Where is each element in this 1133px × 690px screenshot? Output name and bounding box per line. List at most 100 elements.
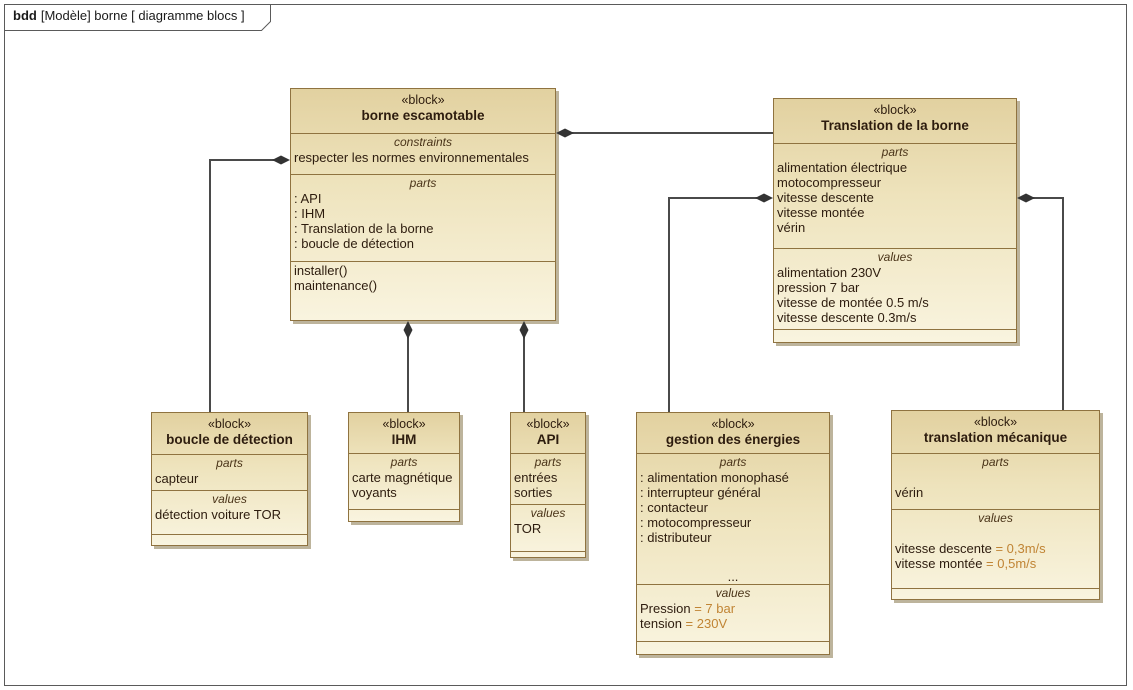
- part-line: : alimentation monophasé: [640, 470, 789, 485]
- part-line: : Translation de la borne: [294, 221, 434, 236]
- compartment-label: values: [715, 586, 751, 600]
- compartment-label: parts: [390, 455, 418, 469]
- stereotype-label: «block»: [207, 417, 252, 431]
- parts-compartment: parts : API : IHM : Translation de la bo…: [291, 174, 555, 261]
- frame-title: bdd[Modèle] borne [ diagramme blocs ]: [13, 8, 245, 23]
- compartment-label: parts: [409, 176, 437, 190]
- stereotype-label: «block»: [382, 417, 426, 431]
- value-name: vitesse montée: [895, 556, 987, 571]
- constraint-line: respecter les normes environnementales: [294, 150, 529, 165]
- value-amount: = 0,5m/s: [986, 556, 1037, 571]
- parts-ellipsis: ...: [727, 569, 739, 584]
- value-line: TOR: [514, 521, 542, 536]
- parts-compartment: parts : alimentation monophasé : interru…: [637, 453, 829, 584]
- compartment-label: parts: [719, 455, 747, 469]
- block-header: «block» borne escamotable: [291, 89, 555, 133]
- empty-compartment: [349, 509, 459, 521]
- block-header: «block» gestion des énergies: [637, 413, 829, 453]
- block-translation-mecanique[interactable]: «block» translation mécanique parts véri…: [891, 410, 1100, 600]
- block-name: API: [536, 432, 560, 447]
- operation-line: installer(): [294, 263, 348, 278]
- value-name: vitesse descente: [895, 541, 996, 556]
- part-line: entrées: [514, 470, 558, 485]
- value-amount: = 230V: [685, 616, 728, 631]
- part-line: motocompresseur: [777, 175, 882, 190]
- empty-compartment: [892, 588, 1099, 599]
- value-line: vitesse descente = 0,3m/s: [895, 541, 1096, 556]
- part-line: : motocompresseur: [640, 515, 752, 530]
- stereotype-label: «block»: [526, 417, 570, 431]
- parts-compartment: parts capteur: [152, 454, 307, 490]
- compartment-label: values: [530, 506, 566, 520]
- part-line: vitesse montée: [777, 205, 865, 220]
- part-line: : interrupteur général: [640, 485, 761, 500]
- part-line: : distributeur: [640, 530, 712, 545]
- block-api[interactable]: «block» API parts entrées sorties values…: [510, 412, 586, 558]
- block-name: borne escamotable: [361, 108, 485, 123]
- parts-compartment: parts entrées sorties: [511, 453, 585, 504]
- parts-compartment: parts vérin: [892, 453, 1099, 509]
- part-line: : contacteur: [640, 500, 708, 515]
- part-line: vérin: [777, 220, 806, 235]
- value-amount: = 7 bar: [694, 601, 736, 616]
- compartment-label: values: [877, 250, 913, 264]
- compartment-label: parts: [982, 455, 1009, 469]
- compartment-label: parts: [534, 455, 562, 469]
- values-compartment: values Pression = 7 bar tension = 230V: [637, 584, 829, 641]
- value-line: détection voiture TOR: [155, 507, 281, 522]
- part-line: : IHM: [294, 206, 326, 221]
- block-name: gestion des énergies: [665, 432, 801, 447]
- parts-compartment: parts alimentation électrique motocompre…: [774, 143, 1016, 248]
- part-line: sorties: [514, 485, 553, 500]
- block-gestion-des-energies[interactable]: «block» gestion des énergies parts : ali…: [636, 412, 830, 655]
- value-line: tension = 230V: [640, 616, 826, 631]
- frame-title-text: [Modèle] borne [ diagramme blocs ]: [40, 8, 245, 23]
- stereotype-label: «block»: [873, 103, 917, 117]
- compartment-label: parts: [216, 456, 243, 470]
- constraints-compartment: constraints respecter les normes environ…: [291, 133, 555, 174]
- parts-compartment: parts carte magnétique voyants: [349, 453, 459, 509]
- stereotype-label: «block»: [401, 93, 445, 107]
- part-line: : boucle de détection: [294, 236, 414, 251]
- values-compartment: values alimentation 230V pression 7 bar …: [774, 248, 1016, 329]
- block-header: «block» translation mécanique: [892, 411, 1099, 453]
- compartment-label: values: [978, 511, 1013, 525]
- block-name: IHM: [391, 432, 417, 447]
- part-line: capteur: [155, 471, 199, 486]
- compartment-label: values: [212, 492, 247, 506]
- values-compartment: values vitesse descente = 0,3m/s vitesse…: [892, 509, 1099, 588]
- value-line: pression 7 bar: [777, 280, 860, 295]
- block-header: «block» boucle de détection: [152, 413, 307, 454]
- value-line: vitesse descente 0.3m/s: [777, 310, 917, 325]
- value-line: vitesse montée = 0,5m/s: [895, 556, 1096, 571]
- part-line: vérin: [895, 485, 924, 500]
- block-borne-escamotable[interactable]: «block» borne escamotable constraints re…: [290, 88, 556, 321]
- part-line: alimentation électrique: [777, 160, 908, 175]
- operation-line: maintenance(): [294, 278, 378, 293]
- operations-compartment: installer() maintenance(): [291, 261, 555, 320]
- value-name: Pression: [640, 601, 695, 616]
- block-name: boucle de détection: [166, 432, 293, 447]
- values-compartment: values détection voiture TOR: [152, 490, 307, 534]
- value-name: tension: [640, 616, 686, 631]
- value-line: Pression = 7 bar: [640, 601, 826, 616]
- block-name: Translation de la borne: [821, 118, 969, 133]
- frame-keyword: bdd: [13, 8, 37, 23]
- block-translation-de-la-borne[interactable]: «block» Translation de la borne parts al…: [773, 98, 1017, 343]
- stereotype-label: «block»: [973, 415, 1018, 429]
- block-header: «block» API: [511, 413, 585, 453]
- compartment-label: constraints: [393, 135, 453, 149]
- empty-compartment: [774, 329, 1016, 342]
- empty-compartment: [637, 641, 829, 654]
- part-line: voyants: [352, 485, 397, 500]
- value-line: vitesse de montée 0.5 m/s: [777, 295, 929, 310]
- block-name: translation mécanique: [923, 430, 1068, 445]
- part-line: carte magnétique: [352, 470, 453, 485]
- part-line: : API: [294, 191, 322, 206]
- value-line: alimentation 230V: [777, 265, 882, 280]
- value-amount: = 0,3m/s: [995, 541, 1046, 556]
- block-ihm[interactable]: «block» IHM parts carte magnétique voyan…: [348, 412, 460, 522]
- block-header: «block» Translation de la borne: [774, 99, 1016, 143]
- block-boucle-de-detection[interactable]: «block» boucle de détection parts capteu…: [151, 412, 308, 546]
